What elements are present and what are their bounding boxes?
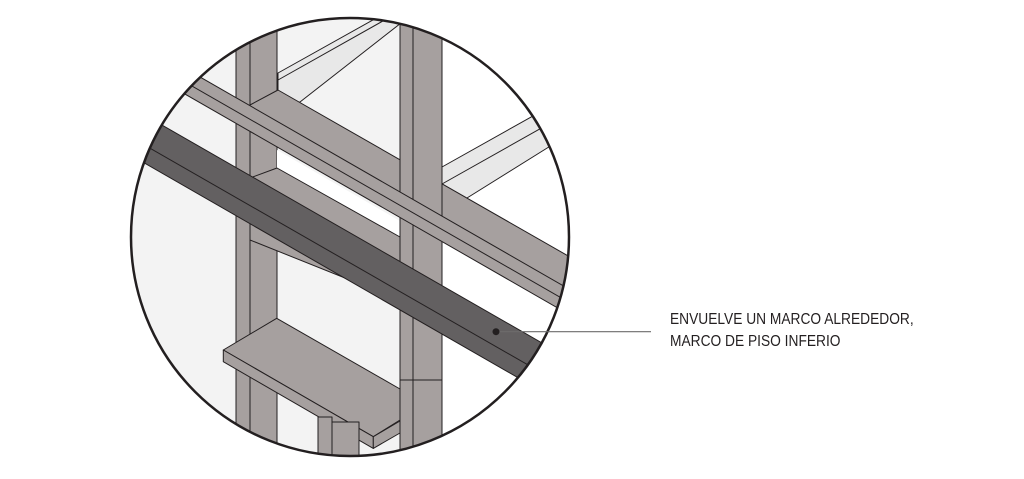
top-plate: [131, 30, 569, 316]
lower-stud-face: [331, 421, 360, 456]
rim-joist-highlighted: [131, 100, 569, 409]
left-stud-side: [235, 18, 251, 456]
joist-edge: [441, 125, 546, 185]
joist-edge: [277, 18, 391, 81]
right-stud-side-front: [399, 379, 414, 456]
right-stud-face-front: [412, 379, 443, 456]
detail-circle: [129, 16, 571, 458]
lower-stud-side: [317, 416, 333, 456]
callout-line-2: MARCO DE PISO INFERIO: [670, 333, 841, 350]
leader-dot: [492, 328, 500, 336]
rim-joist-seam: [131, 130, 569, 390]
callout-line-1: ENVUELVE UN MARCO ALREDEDOR,: [670, 311, 914, 328]
plate-seam: [131, 44, 569, 304]
callout-label: ENVUELVE UN MARCO ALREDEDOR, MARCO DE PI…: [670, 309, 914, 353]
white-opening: [277, 150, 400, 237]
